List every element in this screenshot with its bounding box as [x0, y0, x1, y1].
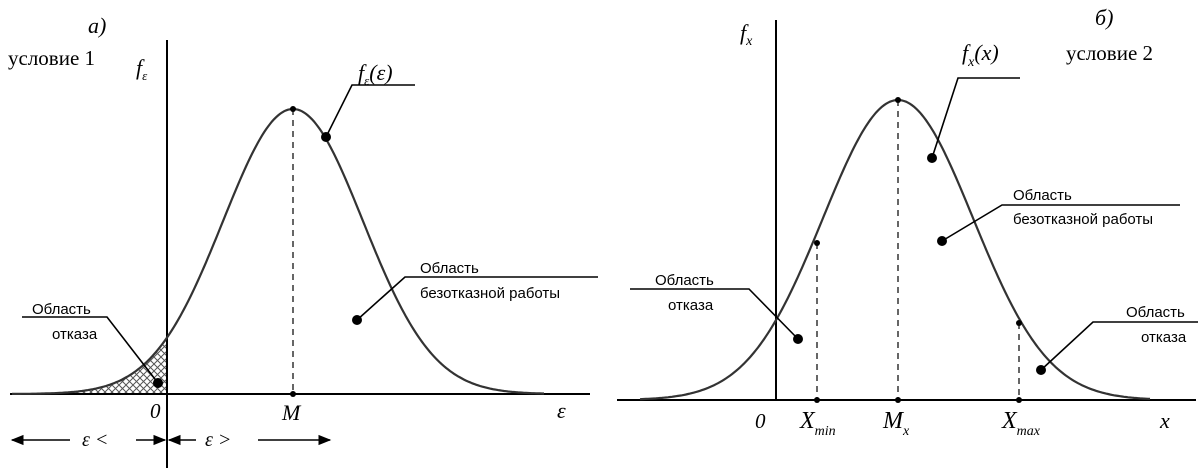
density-curve	[12, 107, 544, 395]
panel-letter: б)	[1095, 5, 1113, 30]
failure-dot	[153, 378, 163, 388]
success-label-line1: Область	[1013, 187, 1072, 204]
failure-right-line2: отказа	[1141, 329, 1187, 346]
tick-mean: Mx	[882, 408, 910, 439]
success-label-line1: Область	[420, 260, 479, 277]
curve-label-dot	[321, 132, 331, 142]
curve-label-leader	[325, 84, 415, 138]
xmax-curve-dot	[1016, 320, 1022, 326]
success-label-line2: безотказной работы	[1013, 211, 1153, 228]
curve-label: fε(ε)	[358, 60, 393, 88]
curve-label: fx(x)	[962, 40, 999, 70]
mean-tick-dot	[895, 397, 901, 403]
condition-label: условие 2	[1066, 41, 1153, 65]
panel-letter: а)	[88, 13, 106, 38]
tick-zero: 0	[755, 409, 766, 433]
success-label-line2: безотказной работы	[420, 285, 560, 302]
xmin-tick-dot	[814, 397, 820, 403]
x-axis-label: x	[1159, 408, 1170, 433]
tick-xmin: Xmin	[799, 408, 836, 439]
panel-a: а) условие 1 fε fε(ε) Область безотказно…	[8, 13, 598, 468]
y-axis-label: fε	[136, 55, 148, 83]
success-dot	[352, 315, 362, 325]
failure-right-line1: Область	[1126, 304, 1185, 321]
tick-mean: M	[281, 400, 302, 425]
panel-b: fx б) условие 2 fx(x) Область безотказно…	[617, 5, 1198, 439]
left-arrow-label: ε <	[82, 429, 108, 451]
success-leader	[941, 204, 1180, 242]
failure-leader	[22, 316, 159, 384]
failure-right-leader	[1040, 321, 1198, 371]
curve-label-leader	[931, 77, 1020, 159]
tick-xmax: Xmax	[1001, 408, 1041, 439]
xmin-curve-dot	[814, 240, 820, 246]
mean-tick-dot	[290, 391, 296, 397]
failure-left-leader	[630, 288, 799, 340]
failure-left-dot	[793, 334, 803, 344]
x-axis-label: ε	[557, 398, 566, 423]
condition-label: условие 1	[8, 46, 95, 70]
right-arrow-label: ε >	[205, 429, 231, 451]
failure-left-line2: отказа	[668, 297, 714, 314]
success-leader	[356, 276, 598, 321]
failure-right-dot	[1036, 365, 1046, 375]
y-axis-label: fx	[740, 20, 753, 49]
failure-area-hatch	[12, 337, 167, 394]
failure-label-line2: отказа	[52, 326, 98, 343]
density-curve	[639, 98, 1151, 401]
curve-label-dot	[927, 153, 937, 163]
tick-zero: 0	[150, 399, 161, 423]
xmax-tick-dot	[1016, 397, 1022, 403]
mean-peak-dot	[290, 106, 296, 112]
failure-left-line1: Область	[655, 272, 714, 289]
success-dot	[937, 236, 947, 246]
failure-label-line1: Область	[32, 301, 91, 318]
mean-peak-dot	[895, 97, 901, 103]
